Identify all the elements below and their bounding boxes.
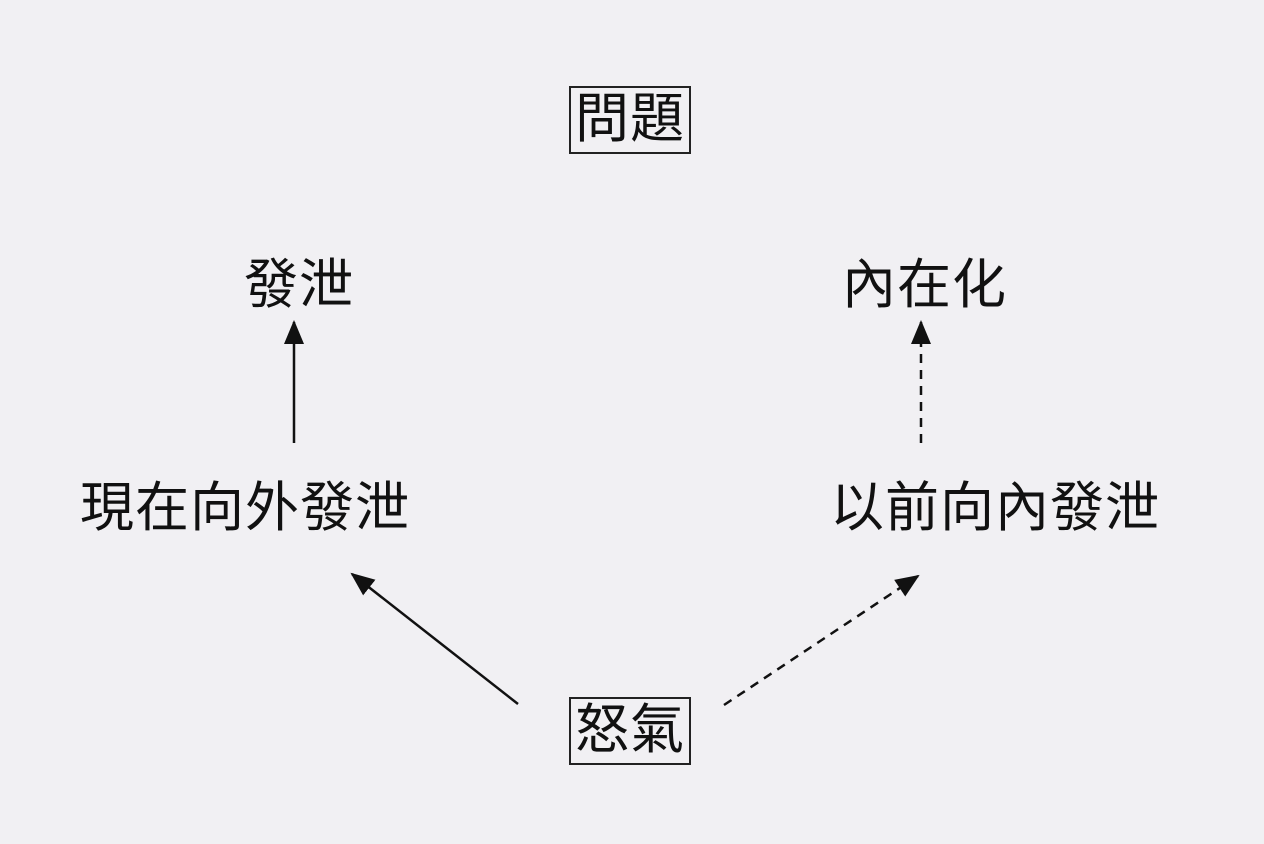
arrow-anger-to-outward <box>350 572 519 705</box>
arrow-anger-to-inward <box>723 574 920 707</box>
node-outward-now: 現在向外發泄 <box>80 476 410 539</box>
node-problem: 問題 <box>569 86 691 154</box>
node-anger: 怒氣 <box>569 697 691 765</box>
node-internalization: 內在化 <box>842 253 1007 316</box>
node-inward-before: 以前向內發泄 <box>830 476 1160 539</box>
node-venting: 發泄 <box>244 253 354 316</box>
